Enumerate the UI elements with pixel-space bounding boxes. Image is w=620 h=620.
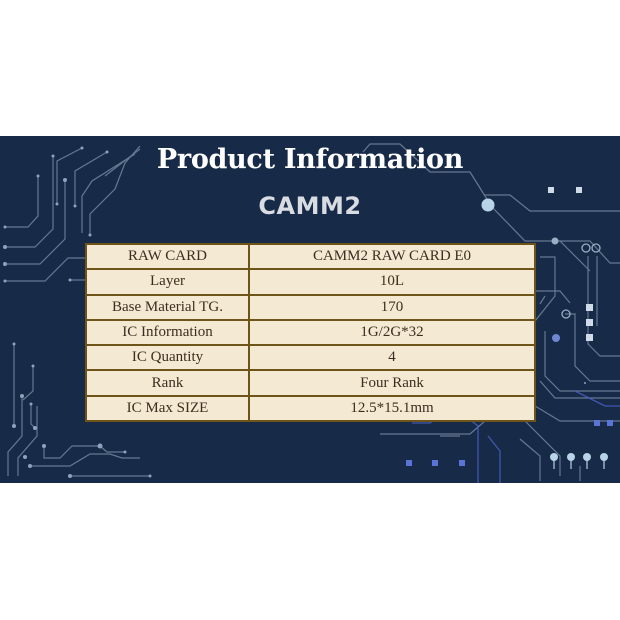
spec-label: IC Max SIZE [85,394,250,423]
table-row: Rank Four Rank [85,369,536,397]
spec-value: 4 [248,344,536,372]
table-row: IC Information 1G/2G*32 [85,318,536,347]
page-title: Product Information [156,144,464,175]
spec-value: Four Rank [248,369,536,397]
spec-label: IC Information [85,318,250,347]
table-row: IC Max SIZE 12.5*15.1mm [85,394,536,423]
table-row: RAW CARD CAMM2 RAW CARD E0 [85,242,536,271]
product-model-subtitle: CAMM2 [258,192,362,220]
spec-value: 1G/2G*32 [248,318,536,347]
spec-value: 10L [248,268,536,296]
spec-value: CAMM2 RAW CARD E0 [248,242,536,271]
table-row: Base Material TG. 170 [85,293,536,321]
table-row: Layer 10L [85,268,536,296]
spec-table: RAW CARD CAMM2 RAW CARD E0 Layer 10L Bas… [85,242,536,423]
spec-label: Rank [85,369,250,397]
spec-label: Layer [85,268,250,296]
spec-value: 12.5*15.1mm [248,394,536,423]
spec-value: 170 [248,293,536,321]
spec-label: RAW CARD [85,242,250,271]
spec-label: IC Quantity [85,344,250,372]
product-info-banner: Product Information CAMM2 RAW CARD CAMM2… [0,136,620,483]
spec-label: Base Material TG. [85,293,250,321]
table-row: IC Quantity 4 [85,344,536,372]
